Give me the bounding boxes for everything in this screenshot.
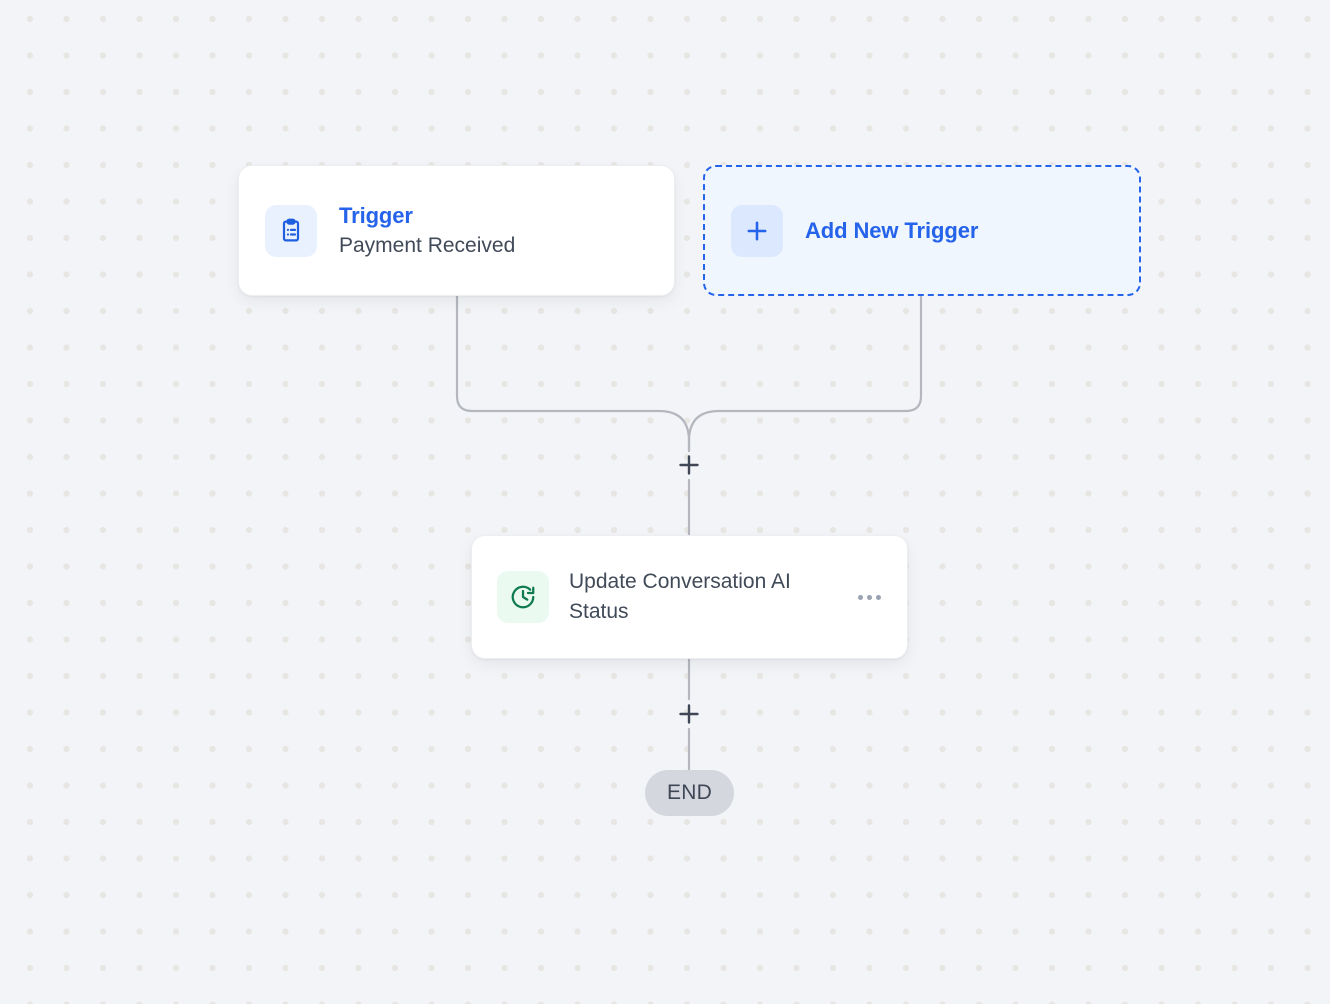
clipboard-list-icon bbox=[265, 204, 317, 257]
end-node: END bbox=[645, 770, 734, 816]
action-node-update-conversation-ai-status[interactable]: Update Conversation AI Status bbox=[471, 535, 908, 659]
trigger-kind-label: Trigger bbox=[339, 202, 413, 228]
plus-icon bbox=[731, 204, 783, 257]
edge-addtrigger-to-merge bbox=[687, 294, 923, 453]
trigger-name-label: Payment Received bbox=[339, 233, 516, 257]
clock-rotate-icon bbox=[497, 571, 549, 623]
trigger-node[interactable]: Trigger Payment Received bbox=[238, 165, 675, 296]
action-title-label: Update Conversation AI Status bbox=[569, 570, 791, 623]
add-step-button-lower[interactable] bbox=[672, 697, 706, 731]
add-new-trigger-label: Add New Trigger bbox=[805, 217, 979, 243]
ellipsis-icon[interactable] bbox=[856, 587, 883, 608]
add-new-trigger-button[interactable]: Add New Trigger bbox=[703, 165, 1141, 296]
edge-trigger-to-merge bbox=[455, 294, 691, 453]
trigger-text-group: Trigger Payment Received bbox=[339, 202, 515, 260]
add-step-button-upper[interactable] bbox=[672, 448, 706, 482]
end-label: END bbox=[667, 781, 712, 804]
